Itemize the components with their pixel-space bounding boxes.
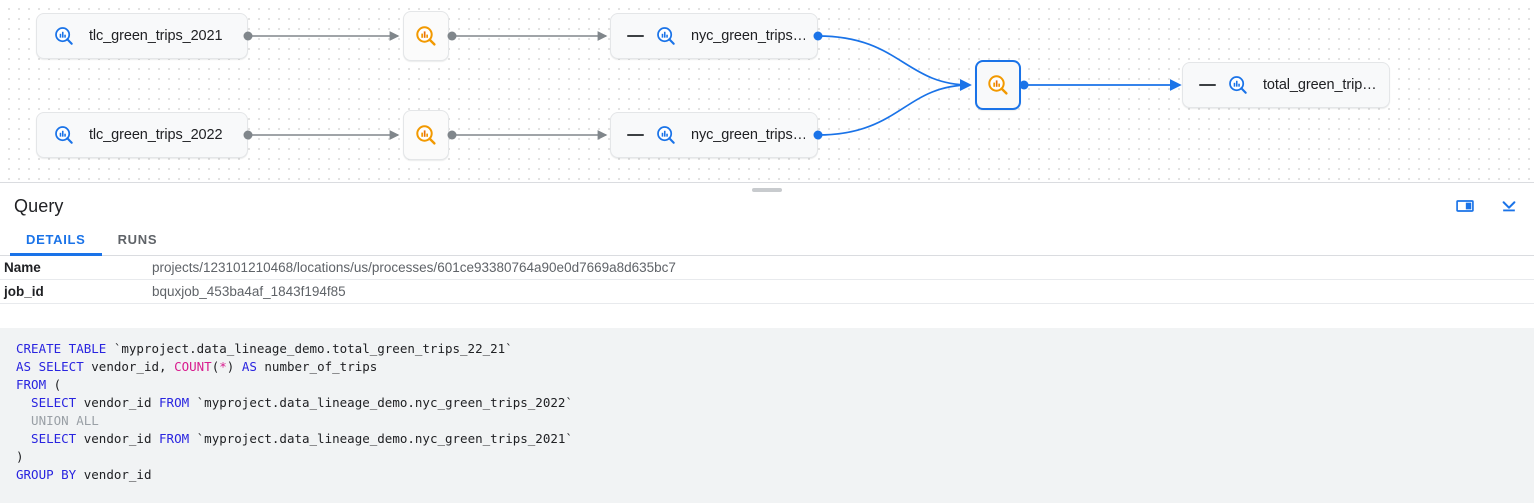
sql-code-line: UNION ALL [16,413,99,428]
node-output-port[interactable] [243,31,253,41]
minus-icon [626,133,644,137]
lineage-graph-canvas[interactable]: tlc_green_trips_2021 tlc_green_trips_202… [0,0,1534,182]
bigquery-table-blue-icon [653,122,679,148]
bigquery-table-blue-icon [1225,72,1251,98]
detail-key-job-id: job_id [4,284,44,299]
bigquery-table-blue-icon [653,23,679,49]
graph-node-total-green-trips[interactable]: total_green_trip… [1182,62,1390,108]
bigquery-table-blue-icon [51,122,77,148]
detail-value-name: projects/123101210468/locations/us/proce… [152,260,676,275]
node-output-port[interactable] [813,31,823,41]
sql-code-lines: CREATE TABLE `myproject.data_lineage_dem… [0,340,1534,484]
sql-code-line: GROUP BY vendor_id [16,467,152,482]
panel-header-actions [1454,195,1520,217]
sql-code-line: SELECT vendor_id FROM `myproject.data_li… [16,431,573,446]
lineage-edges [248,31,1182,140]
node-output-port[interactable] [1019,80,1029,90]
detail-value-job-id: bquxjob_453ba4af_1843f194f85 [152,284,346,299]
query-panel: Query DETAILS RUNS [0,182,1534,503]
graph-node-tlc-green-trips-2022[interactable]: tlc_green_trips_2022 [36,112,248,158]
graph-node-process-selected[interactable] [975,60,1021,110]
graph-node-label: total_green_trip… [1263,77,1377,93]
panel-resize-area[interactable] [0,182,1534,194]
node-output-port[interactable] [243,130,253,140]
sql-code-line: AS SELECT vendor_id, COUNT(*) AS number_… [16,359,378,374]
collapse-node-button[interactable] [621,133,649,137]
graph-node-label: nyc_green_trips… [691,127,805,143]
node-output-port[interactable] [447,130,457,140]
collapse-node-button[interactable] [621,34,649,38]
graph-node-process-2[interactable] [403,110,449,160]
table-row: job_id bquxjob_453ba4af_1843f194f85 [0,280,1534,304]
sql-code-line: SELECT vendor_id FROM `myproject.data_li… [16,395,573,410]
graph-node-process-1[interactable] [403,11,449,61]
query-panel-header: Query [0,183,1534,229]
page-title: Query [14,195,64,216]
sql-code-line: ) [16,449,24,464]
node-output-port[interactable] [447,31,457,41]
bigquery-process-orange-icon [985,72,1011,98]
sql-code-line: FROM ( [16,377,62,392]
tab-details[interactable]: DETAILS [10,229,102,256]
graph-node-nyc-green-trips-2021[interactable]: nyc_green_trips… [610,13,818,59]
sql-code-line: CREATE TABLE `myproject.data_lineage_dem… [16,341,513,356]
bigquery-process-orange-icon [413,23,439,49]
panel-drag-handle[interactable] [752,188,782,192]
bigquery-table-blue-icon [51,23,77,49]
minus-icon [1198,83,1216,87]
table-row: Name projects/123101210468/locations/us/… [0,256,1534,280]
minus-icon [626,34,644,38]
details-table: Name projects/123101210468/locations/us/… [0,256,1534,304]
node-output-port[interactable] [813,130,823,140]
graph-node-nyc-green-trips-2022[interactable]: nyc_green_trips… [610,112,818,158]
collapse-node-button[interactable] [1193,83,1221,87]
tab-runs[interactable]: RUNS [117,232,158,247]
detail-key-name: Name [4,260,41,275]
split-pane-icon[interactable] [1454,195,1476,217]
graph-node-label: tlc_green_trips_2021 [89,28,223,44]
bigquery-process-orange-icon [413,122,439,148]
sql-code-block[interactable]: CREATE TABLE `myproject.data_lineage_dem… [0,328,1534,503]
panel-tabs: DETAILS RUNS [0,229,1534,256]
collapse-down-icon[interactable] [1498,195,1520,217]
graph-node-tlc-green-trips-2021[interactable]: tlc_green_trips_2021 [36,13,248,59]
graph-node-label: nyc_green_trips… [691,28,805,44]
graph-node-label: tlc_green_trips_2022 [89,127,223,143]
